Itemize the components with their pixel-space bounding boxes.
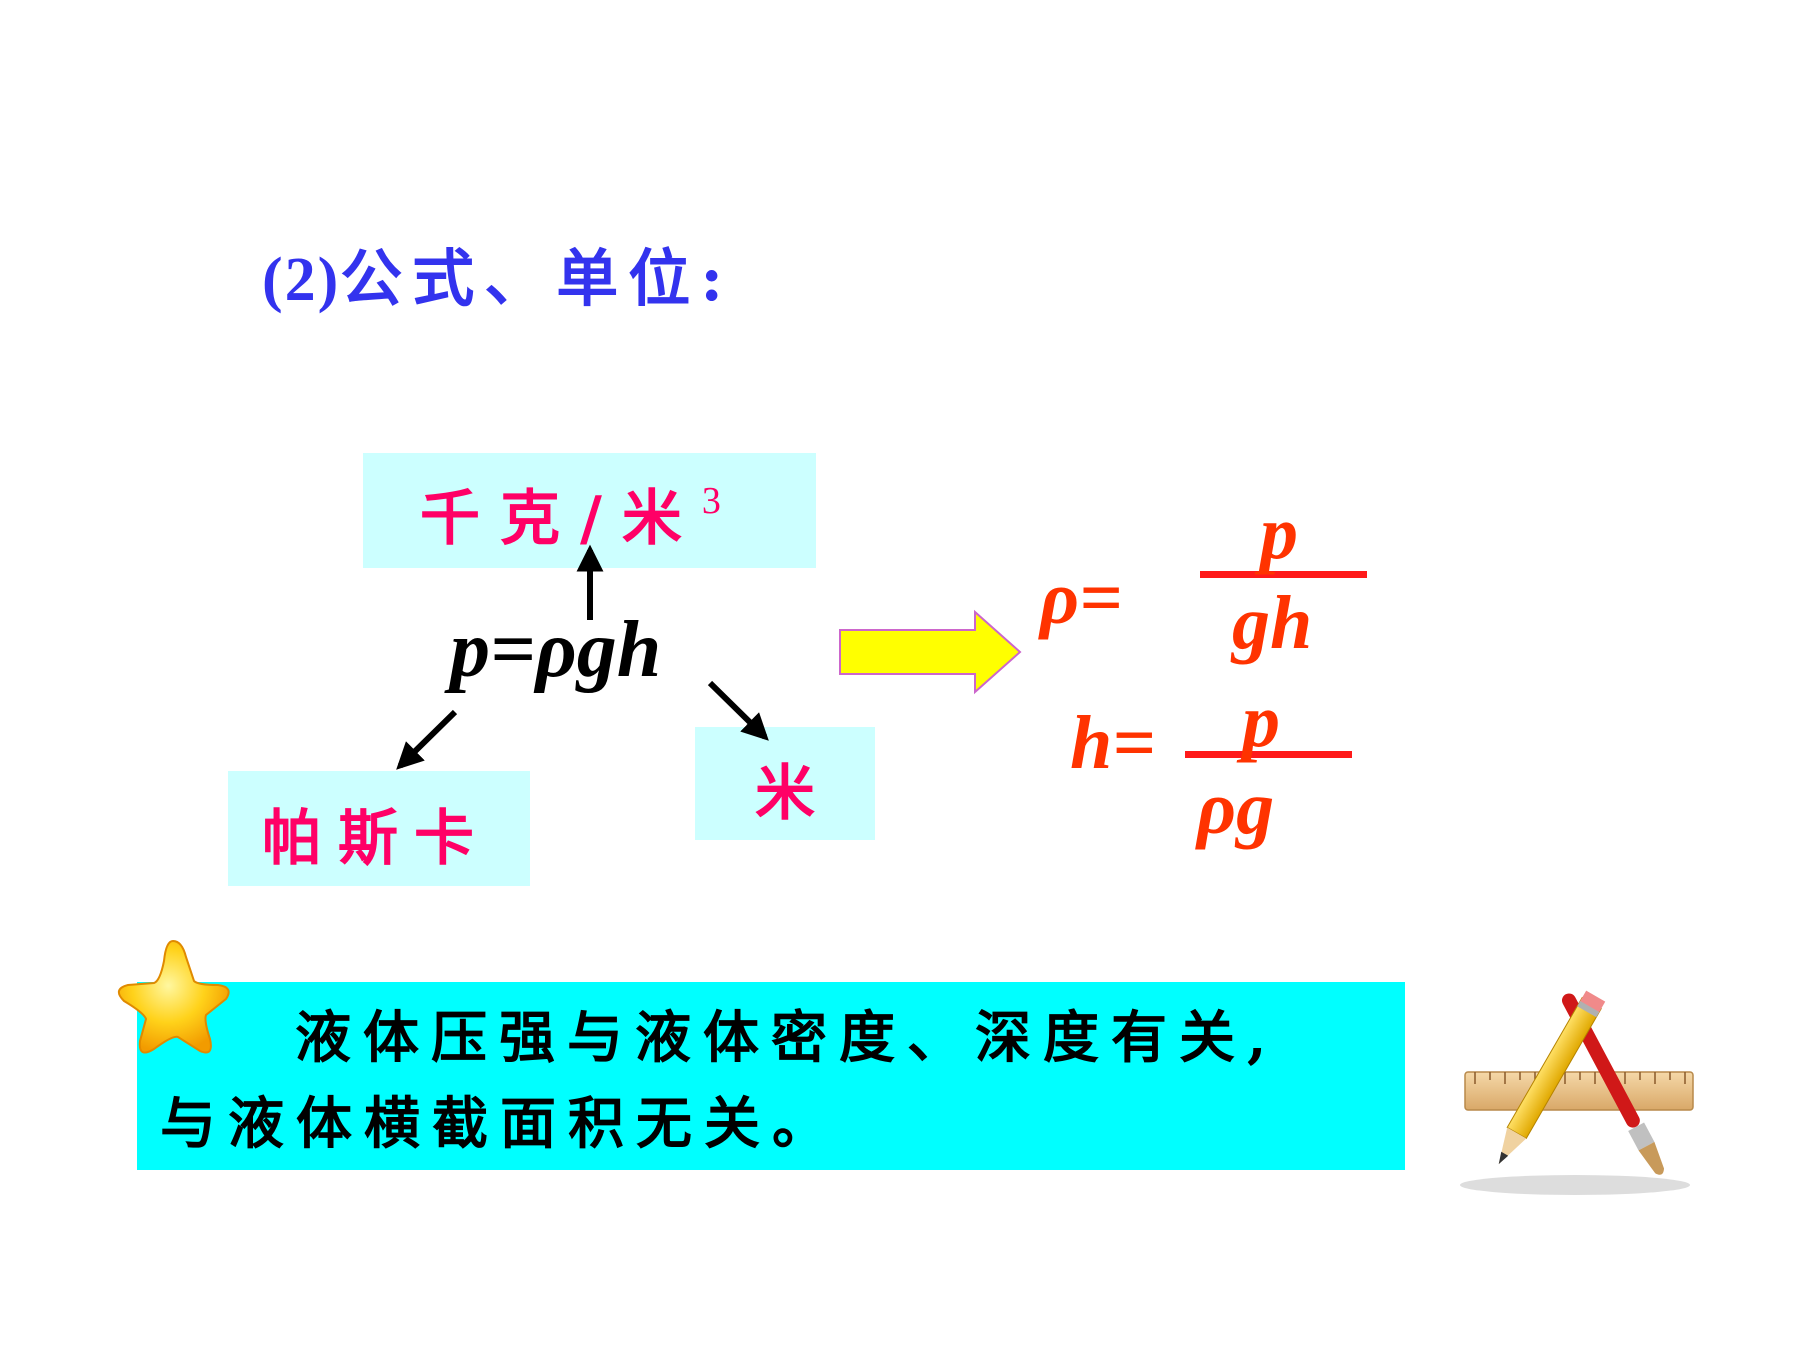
star-icon — [117, 939, 230, 1054]
rho-formula-lhs: ρ= — [1040, 556, 1123, 640]
conclusion-text: 液体压强与液体密度、深度有关, 与液体横截面积无关。 — [160, 995, 1380, 1167]
rho-formula-numerator: p — [1260, 491, 1298, 575]
heading-text: 公式、单位: — [340, 242, 734, 315]
h-formula-lhs: h= — [1070, 701, 1156, 785]
yellow-right-arrow-icon — [839, 609, 1022, 695]
pencil-ruler-brush-icon — [1460, 990, 1694, 1195]
h-fraction-bar — [1185, 751, 1352, 758]
slide-heading: (2)公式、单位: — [262, 228, 733, 318]
pressure-formula: p=ρgh — [450, 606, 662, 694]
density-unit-text: 千克/米 — [420, 484, 702, 554]
conclusion-line-1-text: 液体压强与液体密度、深度有关, — [295, 1005, 1279, 1071]
heading-number: (2) — [262, 246, 341, 314]
density-unit-power: 3 — [701, 480, 721, 522]
rho-fraction-bar — [1200, 571, 1367, 578]
conclusion-line-2: 与液体横截面积无关。 — [160, 1091, 840, 1157]
pressure-unit-box — [228, 771, 530, 886]
conclusion-box — [137, 982, 1405, 1170]
conclusion-line-1: 液体压强与液体密度、深度有关, — [160, 995, 1380, 1081]
depth-unit-box — [695, 727, 875, 840]
h-formula-numerator: p — [1242, 679, 1280, 763]
arrow-down-left-icon — [396, 709, 458, 770]
rho-formula-denominator: gh — [1232, 581, 1313, 665]
density-unit-label: 千克/米3 — [420, 470, 721, 557]
h-formula-denominator: ρg — [1197, 766, 1275, 850]
depth-unit-label: 米 — [755, 759, 815, 829]
arrow-down-right-icon — [707, 680, 769, 741]
pressure-unit-label: 帕斯卡 — [262, 804, 490, 874]
